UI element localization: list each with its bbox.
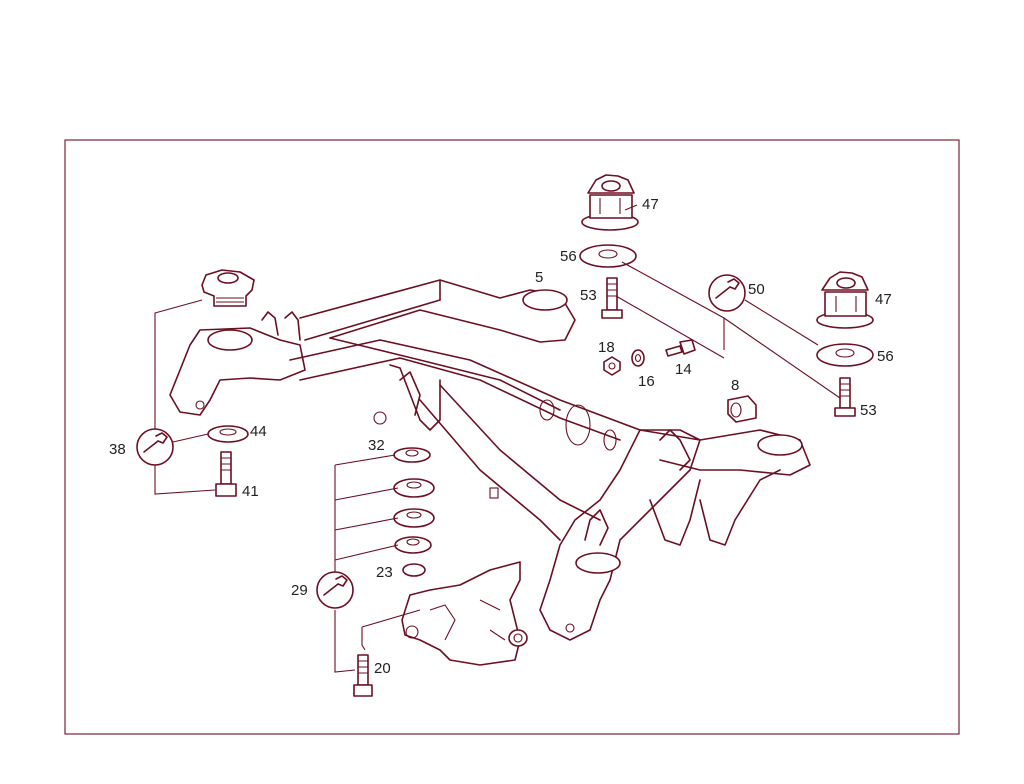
callout-38: 38 [109, 441, 126, 458]
rubber-mount-47-right[interactable] [816, 271, 874, 329]
callout-41: 41 [242, 483, 259, 500]
callout-53-right: 53 [860, 402, 877, 419]
nut-23[interactable] [402, 563, 426, 577]
bolt-53-upper[interactable] [601, 277, 623, 319]
callout-47-upper: 47 [642, 196, 659, 213]
callout-56-upper: 56 [560, 248, 577, 265]
callout-14: 14 [675, 361, 692, 378]
rubber-mount-47-upper[interactable] [581, 174, 639, 231]
callout-16: 16 [638, 373, 655, 390]
callout-29: 29 [291, 582, 308, 599]
wrench-icon [316, 571, 354, 609]
leader-lines [154, 204, 841, 673]
callout-18: 18 [598, 339, 615, 356]
callout-20: 20 [374, 660, 391, 677]
nut-18[interactable] [603, 356, 621, 376]
rear-axle-subframe[interactable] [169, 279, 811, 641]
washer-stack-32[interactable] [393, 447, 435, 554]
callout-5: 5 [535, 269, 543, 286]
washer-44[interactable] [207, 425, 249, 443]
callout-8: 8 [731, 377, 739, 394]
bolt-53-right[interactable] [834, 377, 856, 417]
callout-53-upper: 53 [580, 287, 597, 304]
washer-56-right[interactable] [816, 343, 874, 367]
callout-32: 32 [368, 437, 385, 454]
rubber-mount-left[interactable] [201, 269, 255, 307]
bolt-14[interactable] [665, 339, 696, 357]
diagram-frame [64, 139, 960, 735]
washer-56-upper[interactable] [579, 244, 637, 268]
callout-56-right: 56 [877, 348, 894, 365]
bolt-41[interactable] [215, 451, 237, 497]
differential-housing[interactable] [401, 561, 528, 666]
bolt-20[interactable] [353, 654, 373, 697]
callout-44: 44 [250, 423, 267, 440]
callout-50: 50 [748, 281, 765, 298]
wrench-icon [136, 428, 174, 466]
wrench-icon [708, 274, 746, 312]
callout-47-right: 47 [875, 291, 892, 308]
bushing-8[interactable] [727, 395, 757, 423]
washer-16[interactable] [631, 349, 645, 367]
callout-23: 23 [376, 564, 393, 581]
